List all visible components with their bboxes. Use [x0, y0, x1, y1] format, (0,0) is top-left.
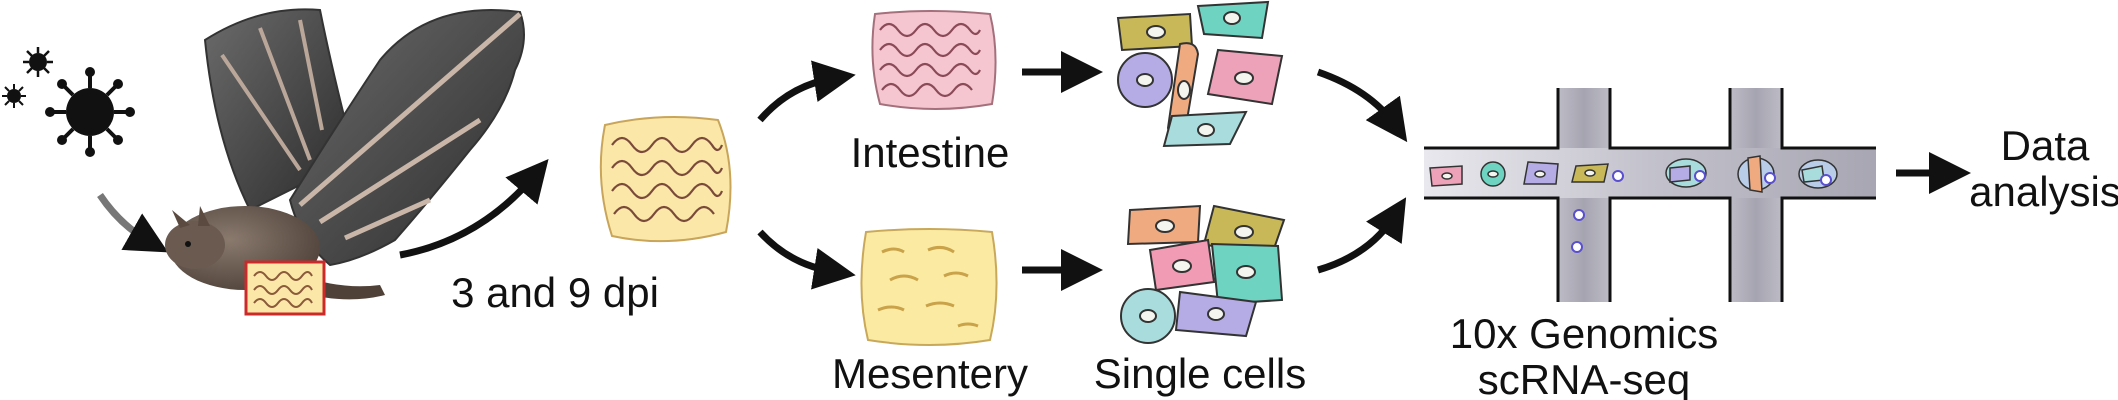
- timepoints-label: 3 and 9 dpi: [451, 269, 659, 316]
- microfluidic-chip-icon: [1424, 88, 1876, 302]
- bat-icon: [165, 8, 525, 316]
- arrow-to-intestine: [757, 60, 856, 123]
- virus-icon: [2, 47, 135, 157]
- mesentery-tissue-icon: [860, 228, 998, 346]
- output-label-line2: analysis: [1969, 168, 2118, 215]
- single-cells-intestine: [1116, 0, 1284, 148]
- arrow-cells-to-chip-bottom: [1317, 197, 1407, 274]
- mesentery-label: Mesentery: [832, 350, 1028, 397]
- arrow-to-mesentery: [757, 229, 856, 290]
- single-cells-mesentery: [1120, 204, 1286, 344]
- single-cells-label: Single cells: [1094, 350, 1306, 397]
- intestine-tissue-icon: [599, 115, 732, 243]
- output-label-line1: Data: [2001, 122, 2090, 169]
- platform-label-line1: 10x Genomics: [1450, 310, 1718, 357]
- infection-arrow: [97, 193, 169, 253]
- intestine-pink-icon: [871, 10, 997, 110]
- highlight-box: [244, 260, 326, 316]
- intestine-label: Intestine: [851, 129, 1010, 176]
- arrow-cells-to-chip-top: [1316, 68, 1408, 143]
- arrow-to-sample: [399, 158, 549, 259]
- platform-label-line2: scRNA-seq: [1478, 356, 1690, 400]
